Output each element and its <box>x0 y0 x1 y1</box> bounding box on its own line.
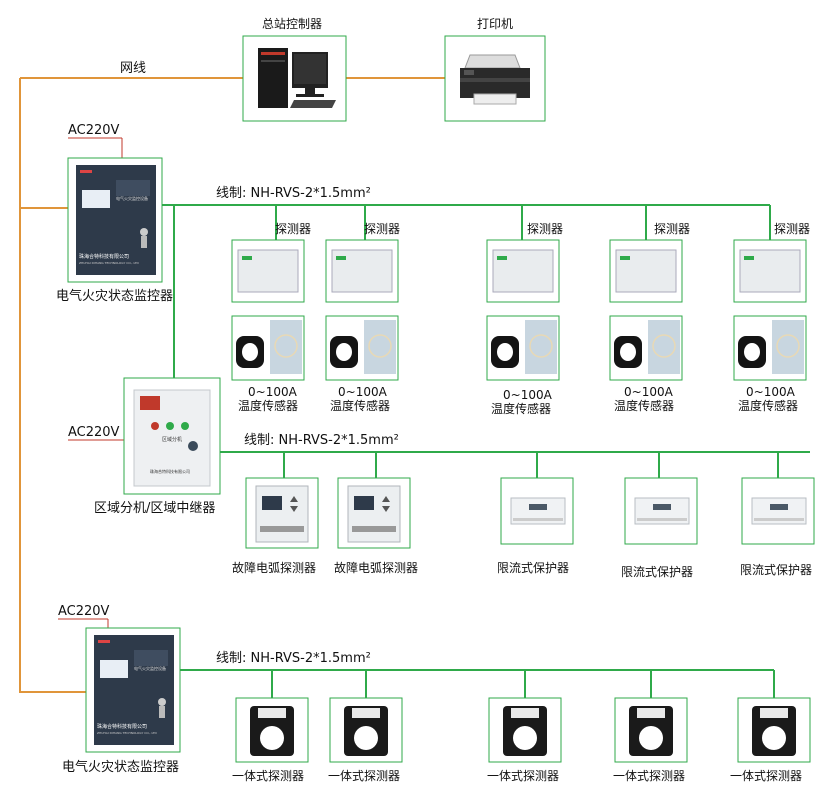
printer-icon <box>460 54 530 105</box>
monitor1-panel-title: 电气火灾监控设备 <box>116 195 148 201</box>
detector-group-3: 探测器 0~100A 温度传感器 <box>486 222 563 416</box>
monitor2-wire-label: 线制: NH-RVS-2*1.5mm² <box>216 651 371 666</box>
power-label-3: AC220V <box>58 604 110 619</box>
device-label: 一体式探测器 <box>730 769 802 783</box>
monitor2-panel-title: 电气火灾监控设备 <box>134 665 166 671</box>
current-limiting-protector-1: 限流式保护器 <box>497 477 574 575</box>
detector-tag: 探测器 <box>774 222 810 236</box>
sensor-label: 温度传感器 <box>330 398 390 413</box>
detector-tag: 探测器 <box>654 222 690 236</box>
power-label-2: AC220V <box>68 425 120 440</box>
sensor-label: 温度传感器 <box>491 401 551 416</box>
monitor1-bus <box>162 204 771 378</box>
detector-tag: 探测器 <box>275 222 311 236</box>
arc-fault-detector-1: 故障电弧探测器 <box>232 477 319 575</box>
arc-fault-detector-icon <box>255 485 309 543</box>
zone-wire-label: 线制: NH-RVS-2*1.5mm² <box>244 433 399 448</box>
monitor1-wire-label: 线制: NH-RVS-2*1.5mm² <box>216 186 371 201</box>
device-label: 一体式探测器 <box>487 769 559 783</box>
power-label-1: AC220V <box>68 123 120 138</box>
monitor1-panel-company-en: ZHUHAI DIHANG TECHNOLOGY CO., LTD <box>79 261 140 265</box>
indicator-red-icon <box>151 422 159 430</box>
detector-group-4: 探测器 0~100A 温度传感器 <box>609 222 690 413</box>
device-label: 故障电弧探测器 <box>334 560 418 575</box>
controller-label: 总站控制器 <box>262 17 322 31</box>
sensor-range: 0~100A <box>248 385 298 399</box>
detector-tag: 探测器 <box>364 222 400 236</box>
sensor-range: 0~100A <box>338 385 388 399</box>
monitor2-panel-company-en: ZHUHAI DIHANG TECHNOLOGY CO., LTD <box>97 731 158 735</box>
sensor-range: 0~100A <box>746 385 796 399</box>
detector-device-icon <box>739 249 801 293</box>
sensor-label: 温度传感器 <box>238 398 298 413</box>
network-label: 网线 <box>120 61 146 76</box>
current-limiting-protector-3: 限流式保护器 <box>740 477 815 577</box>
computer-icon <box>258 48 336 108</box>
device-label: 一体式探测器 <box>613 769 685 783</box>
integrated-detector-1: 一体式探测器 <box>232 697 309 783</box>
integrated-detector-3: 一体式探测器 <box>487 697 562 783</box>
device-label: 限流式保护器 <box>740 563 812 577</box>
detector-group-5: 探测器 0~100A 温度传感器 <box>733 222 810 413</box>
monitor2-panel-company: 珠海合特科技有限公司 <box>97 723 147 730</box>
monitor2-name: 电气火灾状态监控器 <box>62 759 179 775</box>
integrated-detector-2: 一体式探测器 <box>328 697 403 783</box>
sensor-label: 温度传感器 <box>614 398 674 413</box>
zone-panel <box>133 389 211 487</box>
zone-name: 区域分机/区域中继器 <box>94 501 215 516</box>
current-limiting-protector-2: 限流式保护器 <box>621 477 698 579</box>
sensor-range: 0~100A <box>624 385 674 399</box>
monitor1-panel <box>76 165 156 275</box>
zone-bus <box>220 451 810 478</box>
detector-group-1: 探测器 0~100A 温度传感器 <box>231 222 311 413</box>
device-label: 一体式探测器 <box>328 769 400 783</box>
detector-tag: 探测器 <box>527 222 563 236</box>
integrated-detector-4: 一体式探测器 <box>613 697 688 783</box>
indicator-green-icon <box>166 422 174 430</box>
monitor1-name: 电气火灾状态监控器 <box>56 288 173 304</box>
key-switch-icon <box>188 441 198 451</box>
monitor2-panel <box>94 635 174 745</box>
device-label: 故障电弧探测器 <box>232 560 316 575</box>
network-line <box>19 77 445 693</box>
detector-group-2: 探测器 0~100A 温度传感器 <box>325 222 400 413</box>
indicator-green-icon <box>181 422 189 430</box>
printer-label: 打印机 <box>477 17 513 31</box>
arc-fault-detector-icon <box>347 485 401 543</box>
device-label: 一体式探测器 <box>232 769 304 783</box>
device-label: 限流式保护器 <box>497 561 569 575</box>
sensor-label: 温度传感器 <box>738 398 798 413</box>
monitor2-bus <box>180 669 775 698</box>
integrated-detector-5: 一体式探测器 <box>730 697 811 783</box>
device-label: 限流式保护器 <box>621 565 693 579</box>
zone-panel-title: 区域分机 <box>162 436 182 443</box>
monitor1-panel-company: 珠海合特科技有限公司 <box>79 253 129 260</box>
zone-panel-company: 珠海合特科技有限公司 <box>150 468 190 474</box>
arc-fault-detector-2: 故障电弧探测器 <box>334 477 418 575</box>
sensor-range: 0~100A <box>503 388 553 402</box>
